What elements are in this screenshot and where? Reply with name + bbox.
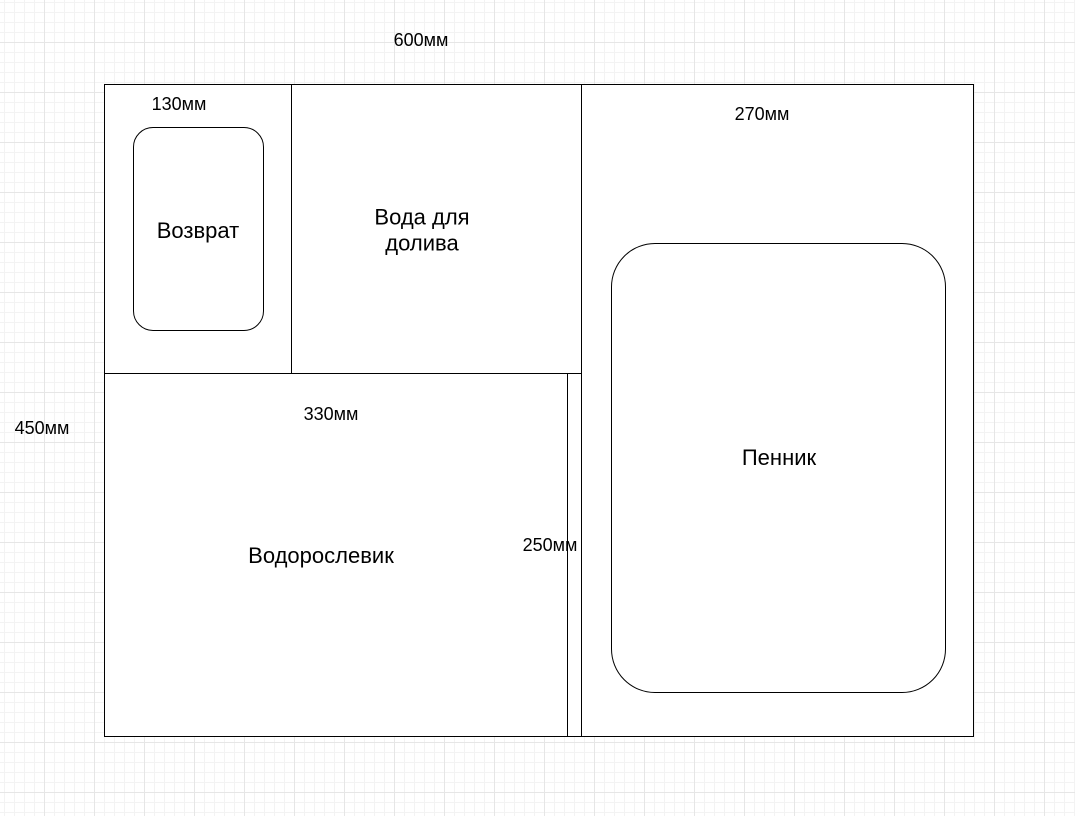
return-partition xyxy=(291,84,292,374)
total-height-label: 450мм xyxy=(14,418,70,439)
skimmer-partition xyxy=(581,84,582,737)
algae-label: Водорослевик xyxy=(248,542,394,568)
upper-lower-partition xyxy=(104,373,582,374)
baffle-partition xyxy=(567,373,568,737)
topoff-label-line2: долива xyxy=(385,231,459,256)
algae-width-label: 330мм xyxy=(303,404,359,425)
algae-height-label: 250мм xyxy=(522,535,578,556)
return-label: Возврат xyxy=(156,217,240,243)
return-pump-chamber xyxy=(133,127,264,331)
total-width-label: 600мм xyxy=(393,30,449,51)
skimmer-box xyxy=(611,243,946,693)
return-width-label: 130мм xyxy=(151,94,207,115)
topoff-label-line1: Вода для xyxy=(374,204,470,230)
skimmer-label: Пенник xyxy=(741,444,817,470)
skimmer-width-label: 270мм xyxy=(734,104,790,125)
topoff-label: Вода для долива xyxy=(374,205,469,258)
